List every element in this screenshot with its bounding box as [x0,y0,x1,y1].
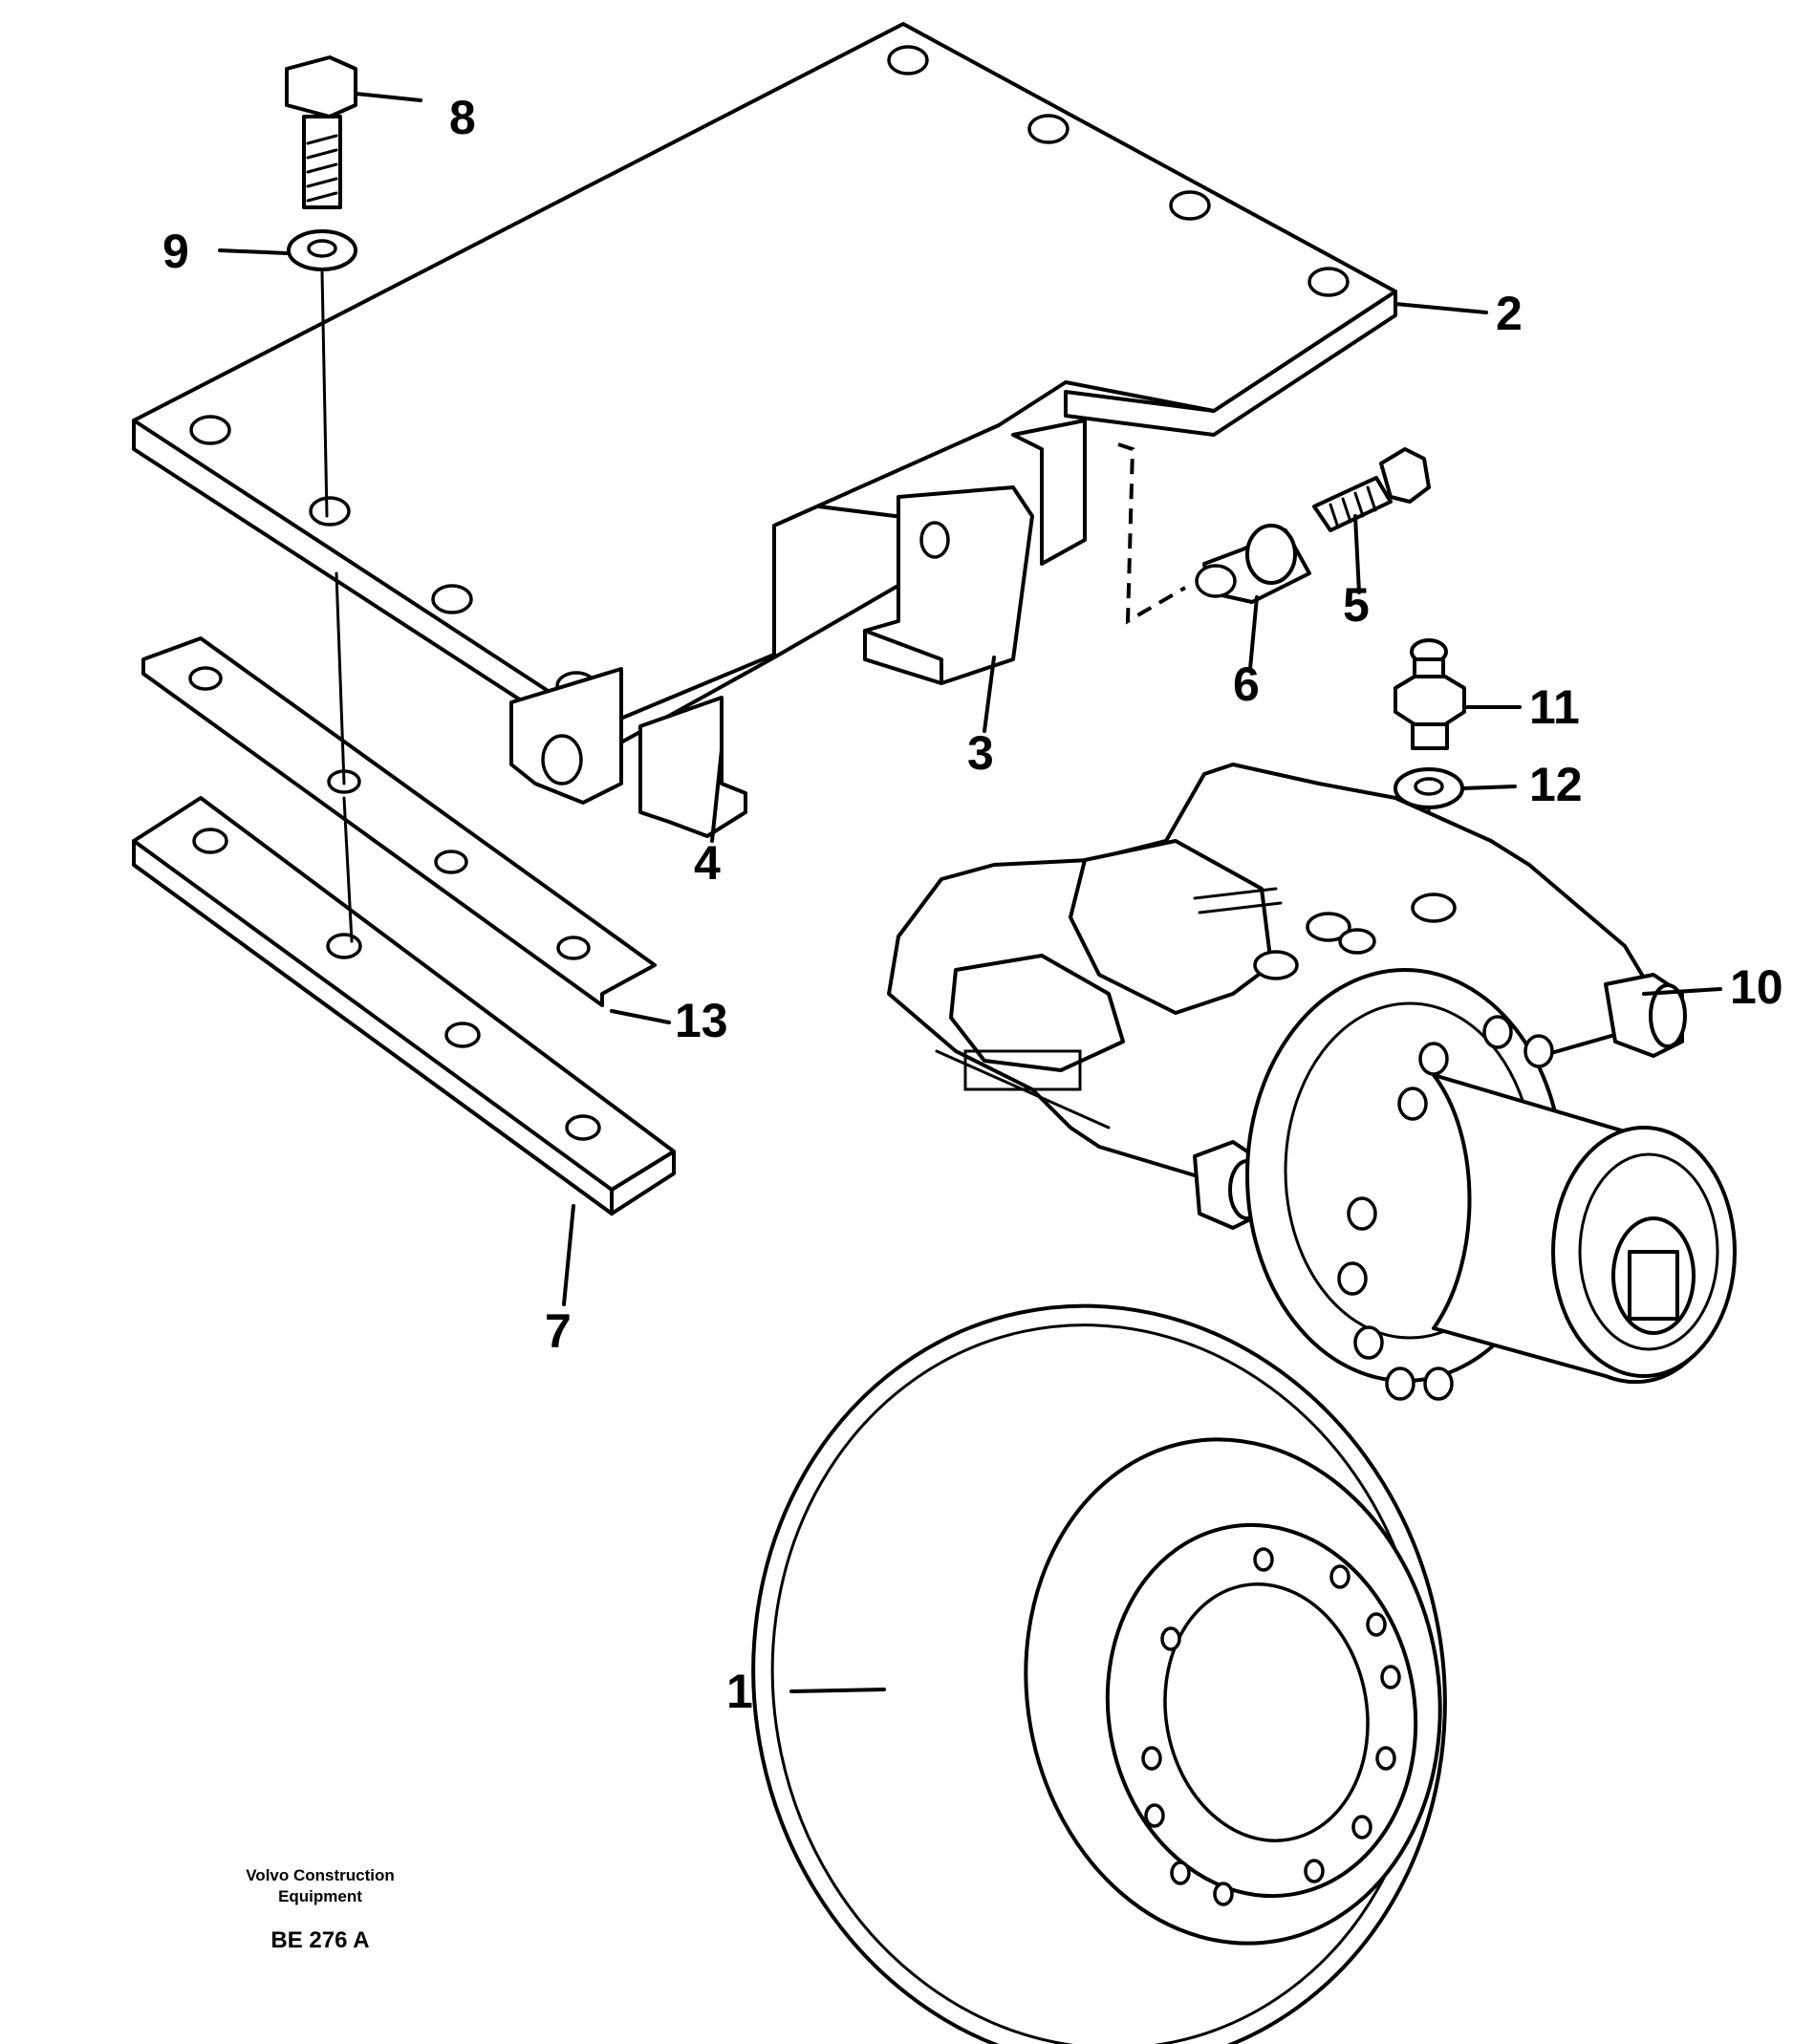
callout-11: 11 [1529,680,1580,734]
bracket-4 [509,667,747,838]
drawing-reference: BE 276 A [270,1927,369,1953]
bolt-8 [285,55,357,209]
shim-strip [141,636,657,1007]
mounting-plate [132,22,1397,755]
callout-13: 13 [675,994,728,1047]
brake-disc [751,1303,1447,2044]
callout-6: 6 [1233,657,1260,711]
callout-2: 2 [1496,287,1523,340]
callout-3: 3 [967,726,994,780]
brake-caliper [887,763,1737,1401]
callout-9: 9 [162,225,189,278]
callout-8: 8 [449,91,476,144]
company-name-line1: Volvo Construction [246,1866,395,1884]
bushing-6 [1195,524,1311,604]
company-name-line2: Equipment [278,1887,362,1905]
callout-1: 1 [726,1665,753,1718]
callout-12: 12 [1529,758,1583,811]
grease-nipple-11 [1394,638,1466,750]
callout-5: 5 [1343,578,1370,632]
callout-10: 10 [1730,960,1783,1014]
callout-4: 4 [694,836,721,890]
clamp-bar [132,796,676,1216]
callout-7: 7 [545,1304,572,1358]
bracket-3 [863,419,1087,685]
screw-5 [1312,447,1431,532]
assembly-dash-line [1117,442,1187,625]
washer-9 [287,229,357,271]
leader-lines [218,92,1722,1693]
